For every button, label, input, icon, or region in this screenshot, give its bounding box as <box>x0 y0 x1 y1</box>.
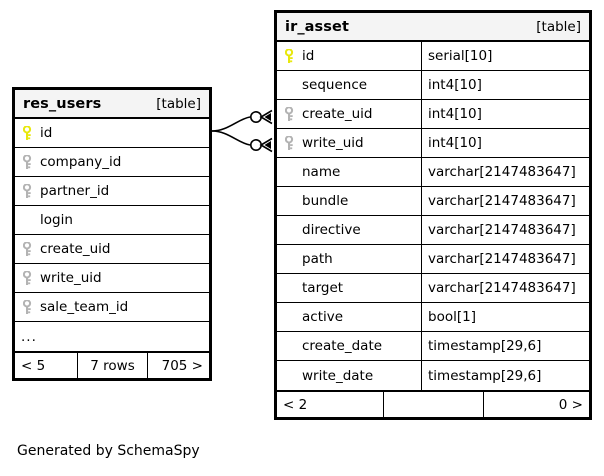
column-name: create_uid <box>40 241 111 257</box>
column-name: id <box>302 48 315 64</box>
table-ir_asset[interactable]: ir_asset [table] id serial[10] <box>274 10 592 420</box>
table-row[interactable]: sale_team_id <box>15 293 209 322</box>
table-footer-ir_asset: < 2 0 > <box>277 390 589 417</box>
column-name: id <box>40 125 53 141</box>
outgoing-relationships-count[interactable]: 705 > <box>147 353 209 378</box>
foreign-key-icon <box>23 154 34 170</box>
relationship-write-uid <box>211 130 273 153</box>
primary-key-icon <box>23 125 34 141</box>
no-key-icon <box>285 368 296 383</box>
column-type: varchar[2147483647] <box>421 187 589 215</box>
column-type: varchar[2147483647] <box>421 158 589 186</box>
table-kind-label: [table] <box>536 18 581 35</box>
table-row[interactable]: id serial[10] <box>277 42 589 71</box>
table-row[interactable]: target varchar[2147483647] <box>277 274 589 303</box>
table-row[interactable]: id <box>15 119 209 148</box>
table-title: res_users <box>23 95 102 112</box>
table-row[interactable]: create_uid int4[10] <box>277 100 589 129</box>
no-key-icon <box>285 194 296 209</box>
column-name: write_date <box>302 367 374 384</box>
row-count-label <box>383 392 483 417</box>
row-count-label: 7 rows <box>77 353 147 378</box>
column-name: bundle <box>302 193 349 209</box>
column-name: write_uid <box>40 270 102 286</box>
no-key-icon <box>285 310 296 325</box>
table-header-ir_asset: ir_asset [table] <box>277 13 589 42</box>
no-key-icon <box>285 165 296 180</box>
column-type: bool[1] <box>421 303 589 331</box>
column-name: create_date <box>302 338 383 354</box>
table-row[interactable]: path varchar[2147483647] <box>277 245 589 274</box>
table-row[interactable]: partner_id <box>15 177 209 206</box>
table-row[interactable]: company_id <box>15 148 209 177</box>
column-type: int4[10] <box>421 129 589 157</box>
no-key-icon <box>285 252 296 267</box>
column-type: varchar[2147483647] <box>421 245 589 273</box>
table-title: ir_asset <box>285 18 349 35</box>
column-name: sale_team_id <box>40 299 129 315</box>
foreign-key-icon <box>285 135 296 151</box>
column-type: serial[10] <box>421 42 589 70</box>
column-type: varchar[2147483647] <box>421 274 589 302</box>
incoming-relationships-count[interactable]: < 2 <box>283 396 308 413</box>
column-name: directive <box>302 222 361 238</box>
table-row[interactable]: name varchar[2147483647] <box>277 158 589 187</box>
column-name: company_id <box>40 154 122 170</box>
relationship-create-uid <box>211 109 273 132</box>
table-row[interactable]: write_date timestamp[29,6] <box>277 361 589 390</box>
column-type: varchar[2147483647] <box>421 216 589 244</box>
table-row[interactable]: directive varchar[2147483647] <box>277 216 589 245</box>
table-header-res_users: res_users [table] <box>15 90 209 119</box>
table-footer-res_users: < 5 7 rows 705 > <box>15 351 209 378</box>
table-res_users[interactable]: res_users [table] id <box>12 87 212 381</box>
foreign-key-icon <box>23 299 34 315</box>
primary-key-icon <box>285 48 296 64</box>
optional-marker-icon <box>250 139 263 152</box>
table-kind-label: [table] <box>156 95 201 112</box>
crowsfoot-icon <box>259 109 273 125</box>
table-row[interactable]: active bool[1] <box>277 303 589 332</box>
column-type: timestamp[29,6] <box>421 332 589 360</box>
column-name: login <box>40 212 73 228</box>
column-name: write_uid <box>302 135 364 151</box>
crowsfoot-icon <box>259 137 273 153</box>
generated-by-caption: Generated by SchemaSpy <box>17 443 200 459</box>
no-key-icon <box>285 281 296 296</box>
column-name: path <box>302 251 333 267</box>
foreign-key-icon <box>285 106 296 122</box>
no-key-icon <box>285 339 296 354</box>
foreign-key-icon <box>23 241 34 257</box>
table-row[interactable]: write_uid int4[10] <box>277 129 589 158</box>
column-name: partner_id <box>40 183 110 199</box>
incoming-relationships-count[interactable]: < 5 <box>21 357 46 374</box>
outgoing-relationships-count[interactable]: 0 > <box>483 392 589 417</box>
more-columns-indicator: ... <box>15 322 209 351</box>
foreign-key-icon <box>23 270 34 286</box>
column-type: int4[10] <box>421 71 589 99</box>
column-name: name <box>302 164 341 180</box>
column-type: int4[10] <box>421 100 589 128</box>
no-key-icon <box>23 213 34 228</box>
no-key-icon <box>285 78 296 93</box>
column-name: active <box>302 309 344 325</box>
optional-marker-icon <box>250 111 263 124</box>
column-list-ir_asset: id serial[10] sequence int4[10] <box>277 42 589 390</box>
no-key-icon <box>285 223 296 238</box>
column-name: create_uid <box>302 106 373 122</box>
table-row[interactable]: bundle varchar[2147483647] <box>277 187 589 216</box>
column-name: target <box>302 280 344 296</box>
table-row[interactable]: sequence int4[10] <box>277 71 589 100</box>
column-name: sequence <box>302 77 368 93</box>
foreign-key-icon <box>23 183 34 199</box>
table-row[interactable]: create_uid <box>15 235 209 264</box>
column-list-res_users: id company_id <box>15 119 209 351</box>
table-row[interactable]: write_uid <box>15 264 209 293</box>
table-row[interactable]: login <box>15 206 209 235</box>
table-row[interactable]: create_date timestamp[29,6] <box>277 332 589 361</box>
column-type: timestamp[29,6] <box>421 361 589 390</box>
ellipsis-label: ... <box>21 328 37 345</box>
